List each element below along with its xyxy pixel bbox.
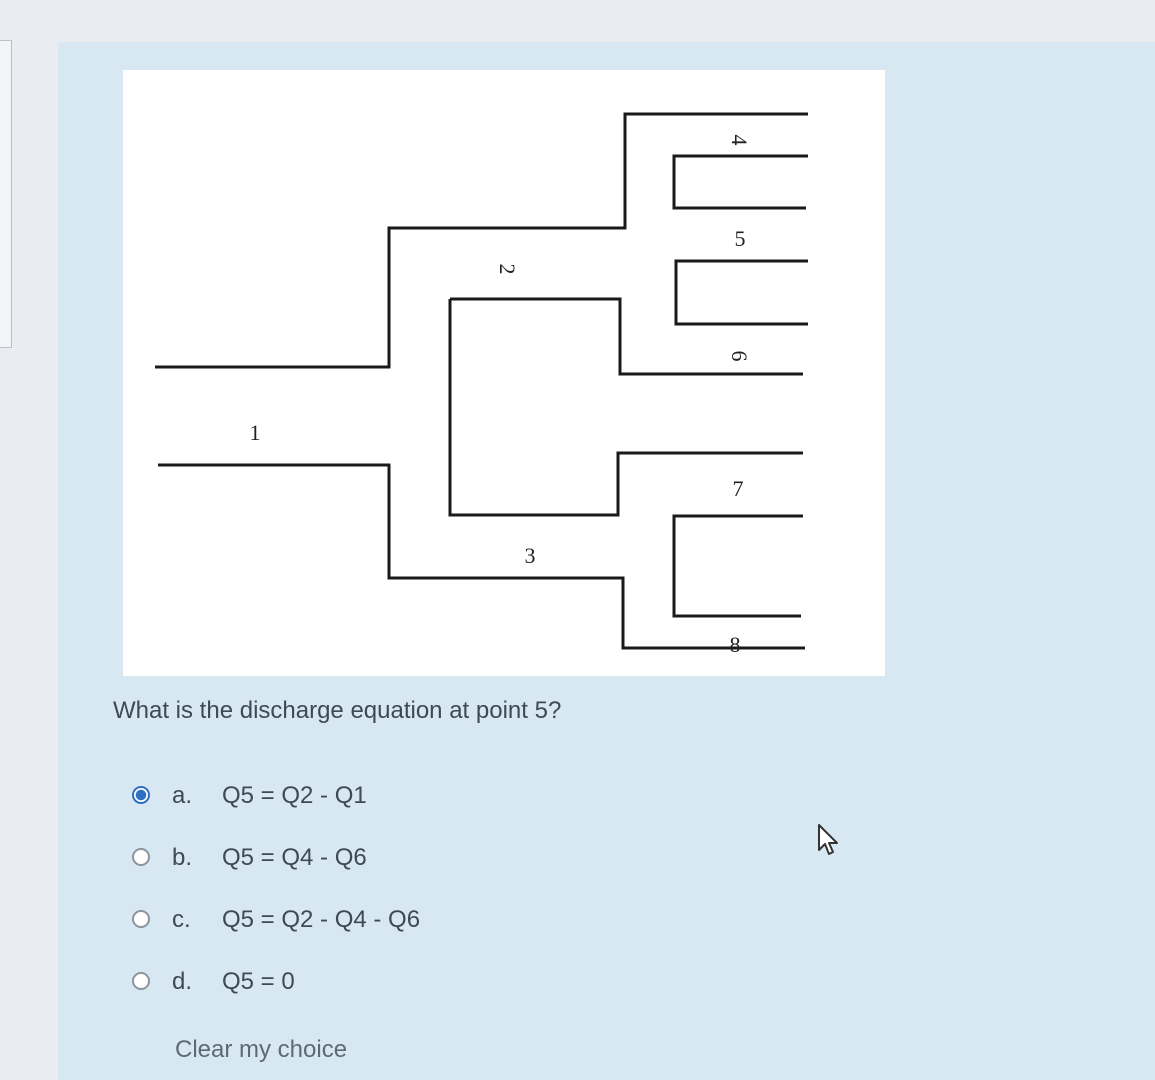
pipe-label-5: 5 — [735, 226, 746, 251]
pipe-network-diagram: 1 2 3 4 5 6 7 8 — [155, 112, 808, 657]
pipe-label-6: 6 — [727, 351, 752, 362]
answer-option-c[interactable]: c. Q5 = Q2 - Q4 - Q6 — [130, 904, 550, 938]
answer-option-a[interactable]: a. Q5 = Q2 - Q1 — [130, 780, 550, 814]
radio-checked-icon[interactable] — [132, 786, 150, 804]
pipe-5-lower-branch-wall — [674, 259, 808, 326]
side-panel-edge — [0, 40, 12, 348]
answer-equation: Q5 = Q2 - Q1 — [222, 782, 367, 809]
pipe-1-lower-wall — [158, 463, 805, 650]
answer-equation: Q5 = Q4 - Q6 — [222, 844, 367, 871]
pipe-network-figure: 1 2 3 4 5 6 7 8 — [123, 70, 885, 676]
pipe-8-branch-wall — [672, 514, 803, 618]
answer-letter: c. — [172, 906, 191, 933]
answer-letter: a. — [172, 782, 193, 809]
pipe-label-2: 2 — [495, 264, 520, 275]
answer-letter: b. — [172, 844, 193, 871]
pipe-5-upper-branch-wall — [672, 154, 808, 210]
radio-unchecked-icon[interactable] — [132, 972, 150, 990]
answer-option-d[interactable]: d. Q5 = 0 — [130, 966, 550, 1000]
answer-equation: Q5 = 0 — [222, 968, 295, 995]
pipe-label-1: 1 — [250, 420, 261, 445]
pipe-2-3-inner-wall — [450, 297, 803, 376]
answer-option-b[interactable]: b. Q5 = Q4 - Q6 — [130, 842, 550, 876]
radio-unchecked-icon[interactable] — [132, 848, 150, 866]
answer-equation: Q5 = Q2 - Q4 - Q6 — [222, 906, 421, 933]
pipe-label-7: 7 — [733, 476, 744, 501]
clear-choice-link[interactable]: Clear my choice — [175, 1036, 348, 1063]
answer-letter: d. — [172, 968, 193, 995]
pipe-walls — [155, 112, 808, 650]
loop-inner-wall — [448, 299, 803, 517]
question-text: What is the discharge equation at point … — [113, 697, 562, 724]
mouse-pointer-icon — [818, 824, 838, 855]
pipe-1-upper-wall — [155, 112, 808, 369]
radio-unchecked-icon[interactable] — [132, 910, 150, 928]
pipe-label-3: 3 — [525, 543, 536, 568]
pipe-label-4: 4 — [727, 135, 752, 146]
pipe-label-8: 8 — [730, 632, 741, 657]
